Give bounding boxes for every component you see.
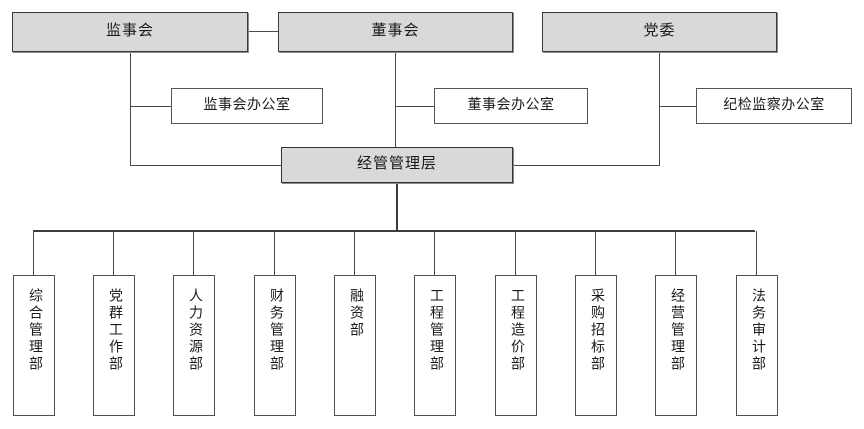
department-leg-8 (595, 231, 596, 275)
department-leg-6 (434, 231, 435, 275)
node-department-procurement-bidding[interactable]: 采购招标部 (575, 275, 617, 416)
department-bus-line (33, 230, 755, 232)
connector-management-to-bus (396, 182, 398, 231)
node-department-party-mass-work-label: 党群工作部 (107, 288, 122, 373)
node-department-general-management-label: 综合管理部 (27, 288, 42, 373)
node-department-business-management-label: 经营管理部 (669, 288, 684, 373)
node-department-procurement-bidding-label: 采购招标部 (589, 288, 604, 373)
department-leg-5 (354, 231, 355, 275)
connector-supervisory-to-management (130, 165, 282, 166)
node-department-engineering-management-label: 工程管理部 (428, 288, 443, 373)
connector-board-drop (395, 52, 396, 148)
node-supervisory-board-office-label: 监事会办公室 (203, 97, 291, 113)
connector-party-office-branch (659, 106, 696, 107)
node-department-party-mass-work[interactable]: 党群工作部 (93, 275, 135, 416)
department-leg-1 (33, 231, 34, 275)
node-department-human-resources[interactable]: 人力资源部 (173, 275, 215, 416)
connector-supervisory-to-board (248, 31, 278, 32)
connector-party-to-management (513, 165, 660, 166)
node-party-committee-label: 党委 (643, 23, 676, 40)
node-party-committee[interactable]: 党委 (542, 12, 777, 52)
department-leg-9 (675, 231, 676, 275)
node-board-office[interactable]: 董事会办公室 (434, 88, 588, 124)
node-supervisory-board-label: 监事会 (105, 23, 154, 40)
node-department-human-resources-label: 人力资源部 (187, 288, 202, 373)
node-department-finance-management[interactable]: 财务管理部 (254, 275, 296, 416)
node-discipline-inspection-office[interactable]: 纪检监察办公室 (696, 88, 852, 124)
department-leg-7 (515, 231, 516, 275)
node-department-business-management[interactable]: 经营管理部 (655, 275, 697, 416)
department-leg-4 (274, 231, 275, 275)
connector-party-drop (659, 52, 660, 166)
node-discipline-inspection-office-label: 纪检监察办公室 (723, 97, 825, 113)
node-board-office-label: 董事会办公室 (467, 97, 555, 113)
department-leg-2 (113, 231, 114, 275)
node-department-engineering-cost-label: 工程造价部 (509, 288, 524, 373)
connector-board-office-branch (395, 106, 434, 107)
node-department-legal-audit[interactable]: 法务审计部 (736, 275, 778, 416)
node-department-finance-management-label: 财务管理部 (268, 288, 283, 373)
node-department-financing-label: 融资部 (348, 288, 363, 339)
node-department-general-management[interactable]: 综合管理部 (13, 275, 55, 416)
department-leg-3 (193, 231, 194, 275)
connector-supervisory-drop (130, 52, 131, 166)
node-department-engineering-cost[interactable]: 工程造价部 (495, 275, 537, 416)
connector-supervisory-office-branch (130, 106, 171, 107)
department-leg-10 (756, 231, 757, 275)
node-department-legal-audit-label: 法务审计部 (750, 288, 765, 373)
node-management-layer[interactable]: 经管管理层 (281, 147, 513, 183)
node-department-financing[interactable]: 融资部 (334, 275, 376, 416)
node-department-engineering-management[interactable]: 工程管理部 (414, 275, 456, 416)
node-supervisory-board[interactable]: 监事会 (12, 12, 248, 52)
node-board-of-directors-label: 董事会 (371, 23, 420, 40)
node-board-of-directors[interactable]: 董事会 (278, 12, 513, 52)
node-supervisory-board-office[interactable]: 监事会办公室 (171, 88, 323, 124)
node-management-layer-label: 经管管理层 (356, 156, 437, 173)
